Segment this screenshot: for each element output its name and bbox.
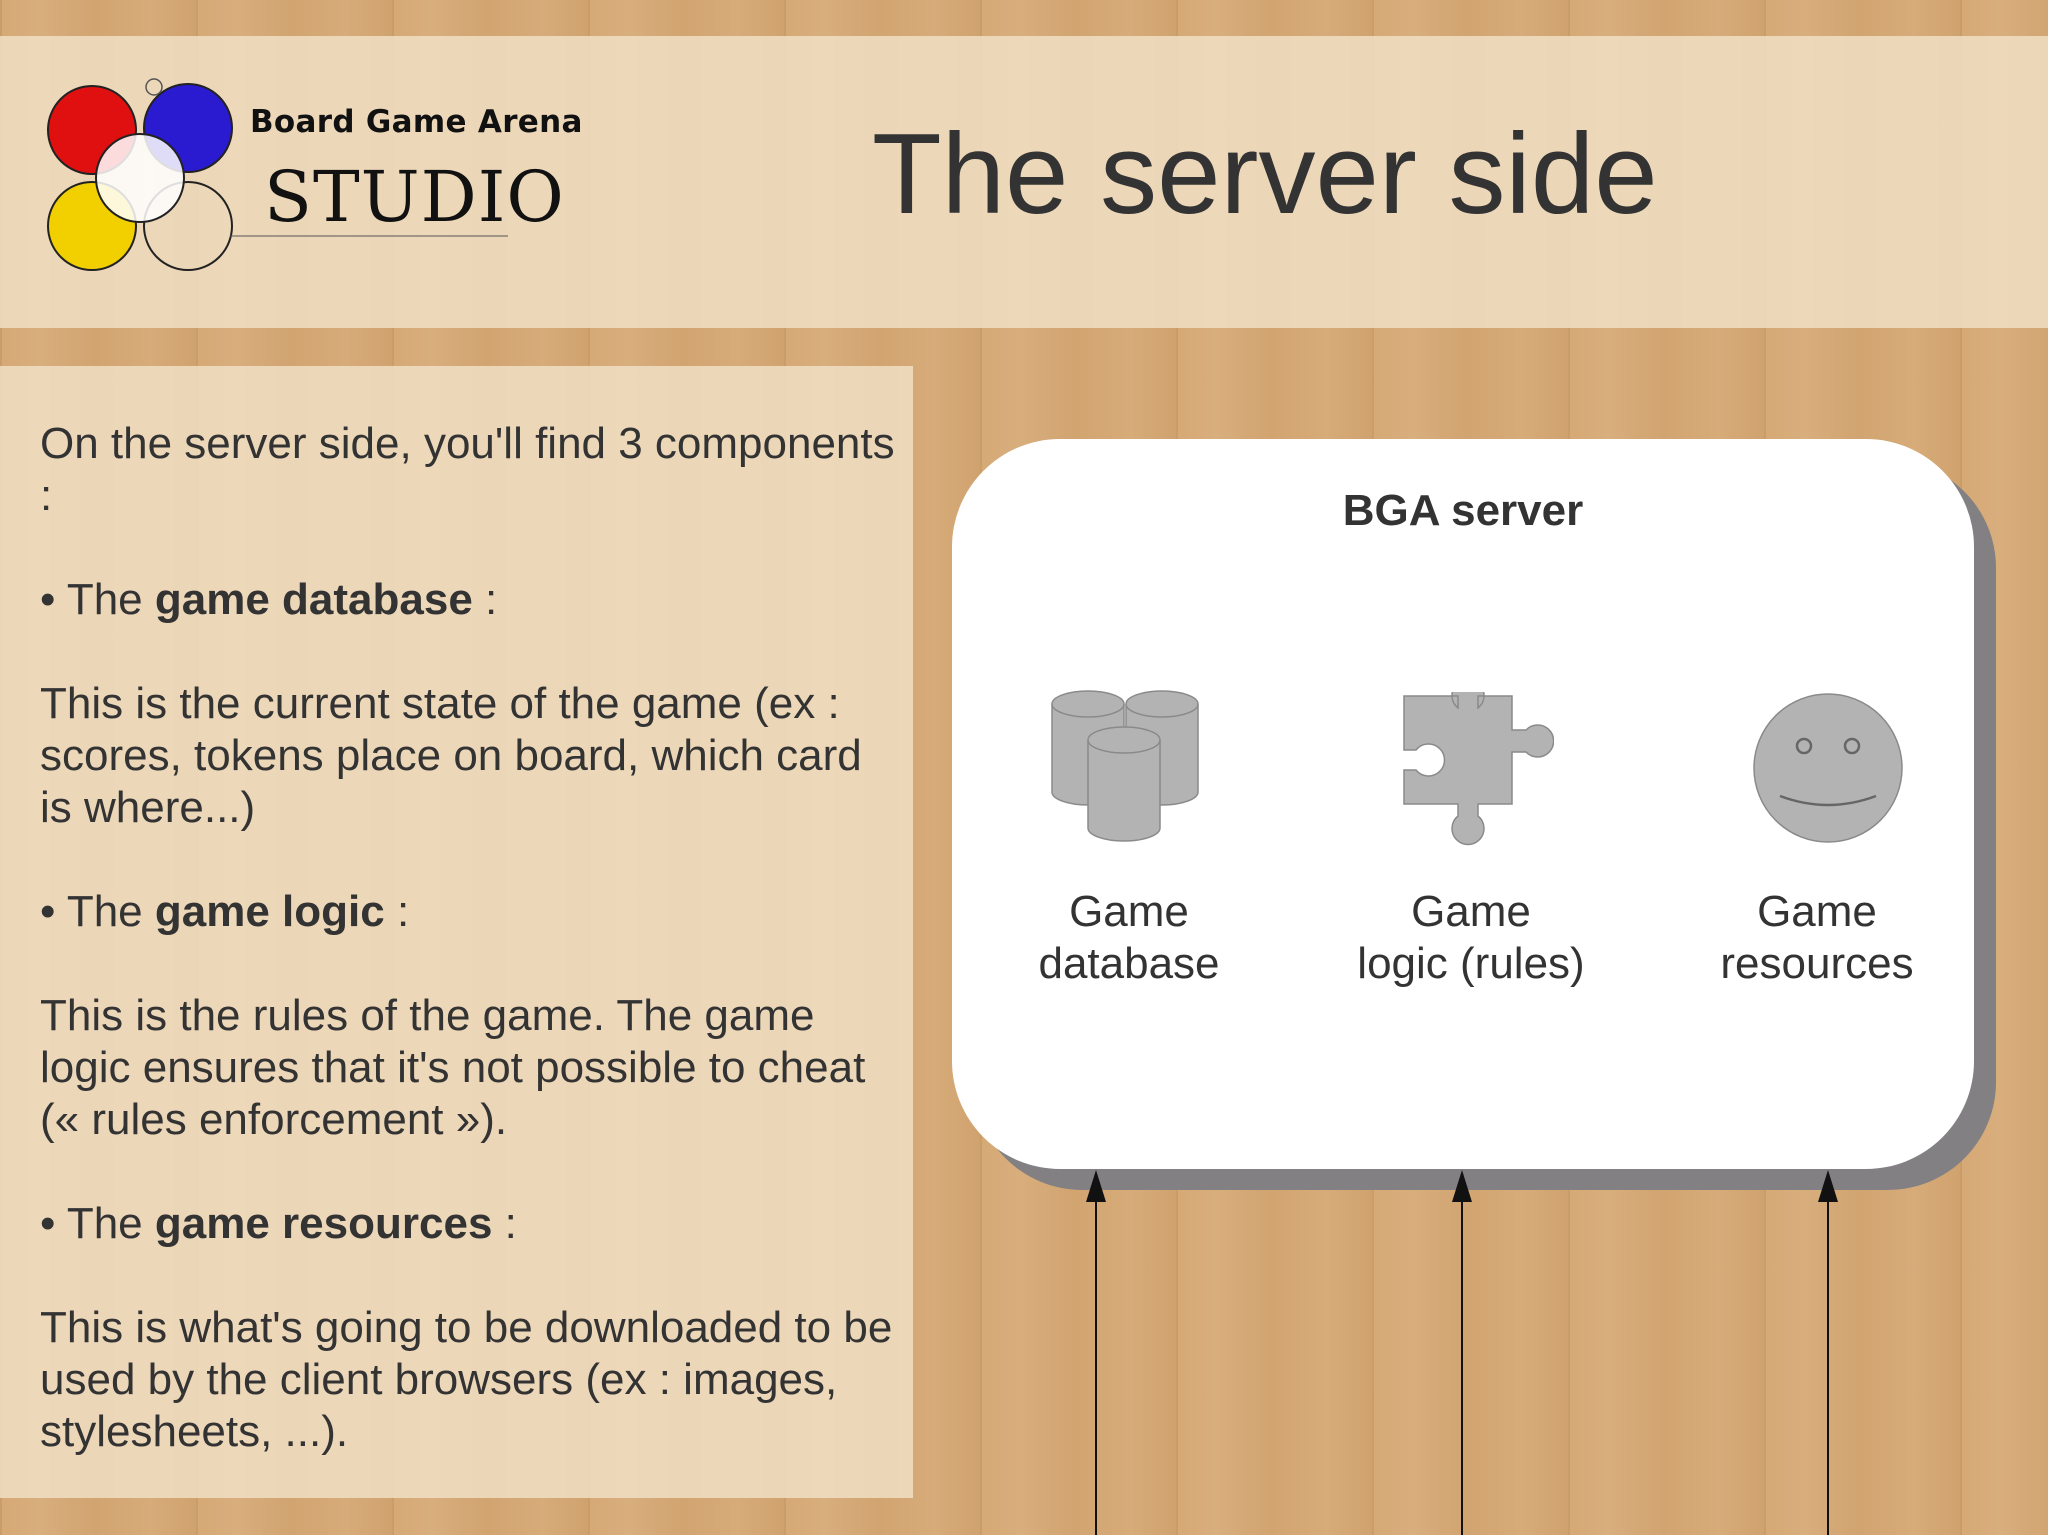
term-game-database: game database [154, 575, 473, 624]
desc-game-logic: This is the rules of the game. The game … [40, 991, 866, 1144]
body-text: On the server side, you'll find 3 compon… [40, 418, 900, 1510]
label-game-logic: Game logic (rules) [1357, 887, 1585, 988]
desc-game-resources: This is what's going to be downloaded to… [40, 1303, 893, 1456]
label-game-database: Game database [1038, 887, 1220, 988]
label-game-resources: Game resources [1720, 887, 1914, 988]
bullet-game-logic: • The game logic : [40, 887, 410, 936]
server-label: BGA server [1342, 486, 1584, 535]
page-title: The server side [872, 111, 1658, 238]
header-band [0, 36, 2048, 328]
bullet-game-database: • The game database : [40, 575, 498, 624]
brand-studio: STUDIO [264, 156, 565, 238]
bullet-game-resources: • The game resources : [40, 1199, 517, 1248]
text-panel [0, 366, 913, 1498]
term-game-logic: game logic [154, 887, 385, 936]
database-icon [1051, 690, 1199, 842]
intro-paragraph: On the server side, you'll find 3 compon… [40, 419, 895, 520]
desc-game-database: This is the current state of the game (e… [40, 679, 862, 832]
smiley-icon [1753, 693, 1903, 843]
brand-name: Board Game Arena [250, 104, 583, 140]
bga-logo [47, 78, 508, 271]
term-game-resources: game resources [154, 1199, 493, 1248]
puzzle-icon [1403, 692, 1554, 846]
